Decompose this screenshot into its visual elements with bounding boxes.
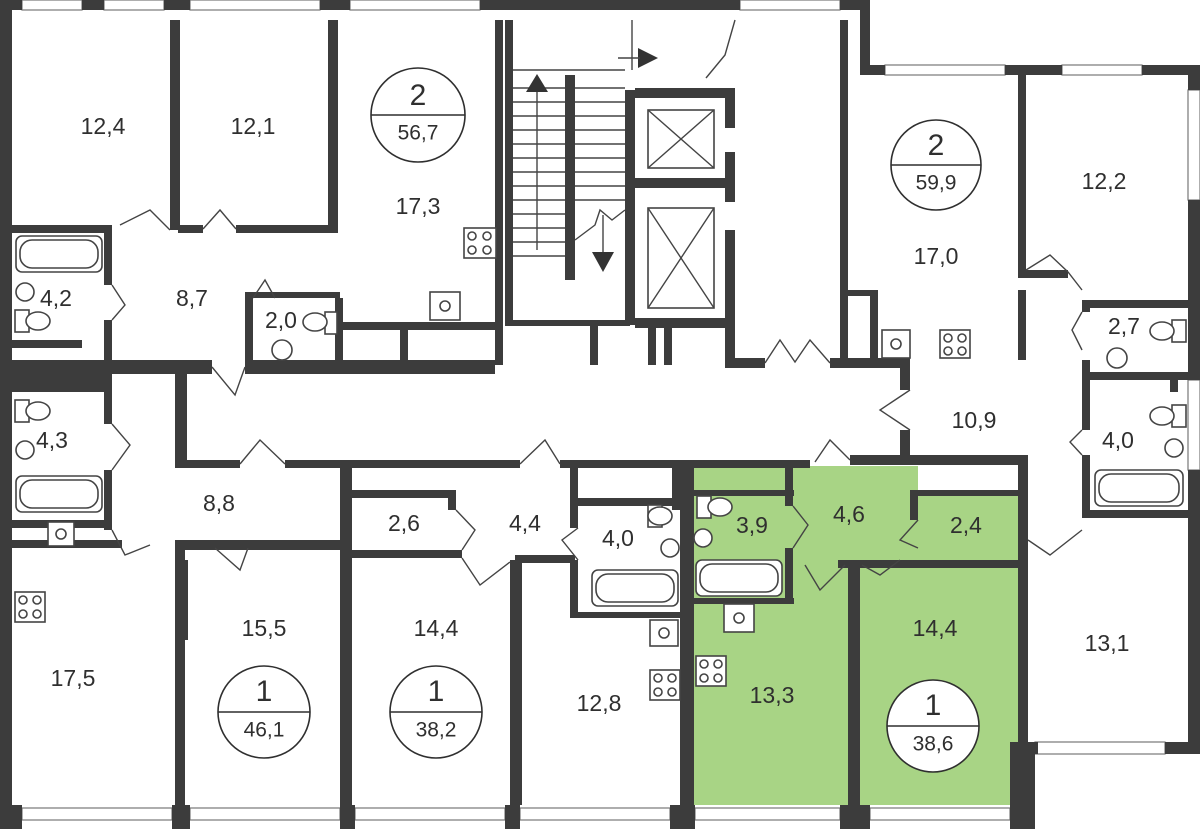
room-area-label: 10,9 [952,407,997,433]
room-area-label: 12,1 [231,113,276,139]
room-area-label: 2,4 [950,512,982,538]
room-area-label: 2,6 [388,510,420,536]
room-area-label: 8,8 [203,490,235,516]
apartment-room-count: 2 [410,79,427,112]
room-area-label: 4,0 [602,525,634,551]
room-area-label: 17,3 [396,193,441,219]
doors [111,208,1083,592]
room-labels: 12,4 12,1 17,3 4,2 8,7 2,0 17,0 12,2 2,7… [36,113,1140,716]
room-area-label: 12,8 [577,690,622,716]
room-area-label: 14,4 [913,615,958,641]
room-area-label: 4,3 [36,427,68,453]
apartment-badge[interactable]: 2 59,9 [890,119,982,211]
room-area-label: 15,5 [242,615,287,641]
apartment-badge[interactable]: 1 38,2 [389,665,483,759]
apartment-badge[interactable]: 2 56,7 [370,67,466,163]
room-area-label: 8,7 [176,285,208,311]
room-area-label: 17,0 [914,243,959,269]
room-area-label: 12,4 [81,113,126,139]
room-area-label: 12,2 [1082,168,1127,194]
staircase [513,20,658,320]
elevators [647,19,736,309]
apartment-total-area: 38,6 [913,733,954,756]
room-area-label: 2,0 [265,307,297,333]
room-area-label: 17,5 [51,665,96,691]
apartment-room-count: 2 [928,129,945,162]
apartment-room-count: 1 [428,675,445,708]
room-area-label: 13,1 [1085,630,1130,656]
room-area-label: 13,3 [750,682,795,708]
room-area-label: 4,0 [1102,427,1134,453]
apartment-room-count: 1 [256,675,273,708]
apartment-total-area: 59,9 [916,172,957,195]
apartment-badge-highlighted[interactable]: 1 38,6 [886,679,980,773]
apartment-total-area: 38,2 [416,719,457,742]
apartment-badge[interactable]: 1 46,1 [217,665,311,759]
room-area-label: 4,4 [509,510,541,536]
room-area-label: 14,4 [414,615,459,641]
apartment-total-area: 56,7 [398,122,439,145]
apartment-total-area: 46,1 [244,719,285,742]
bathroom-fixtures [14,227,1187,701]
apartment-room-count: 1 [925,689,942,722]
room-area-label: 2,7 [1108,313,1140,339]
room-area-label: 3,9 [736,512,768,538]
room-area-label: 4,6 [833,501,865,527]
room-area-label: 4,2 [40,285,72,311]
